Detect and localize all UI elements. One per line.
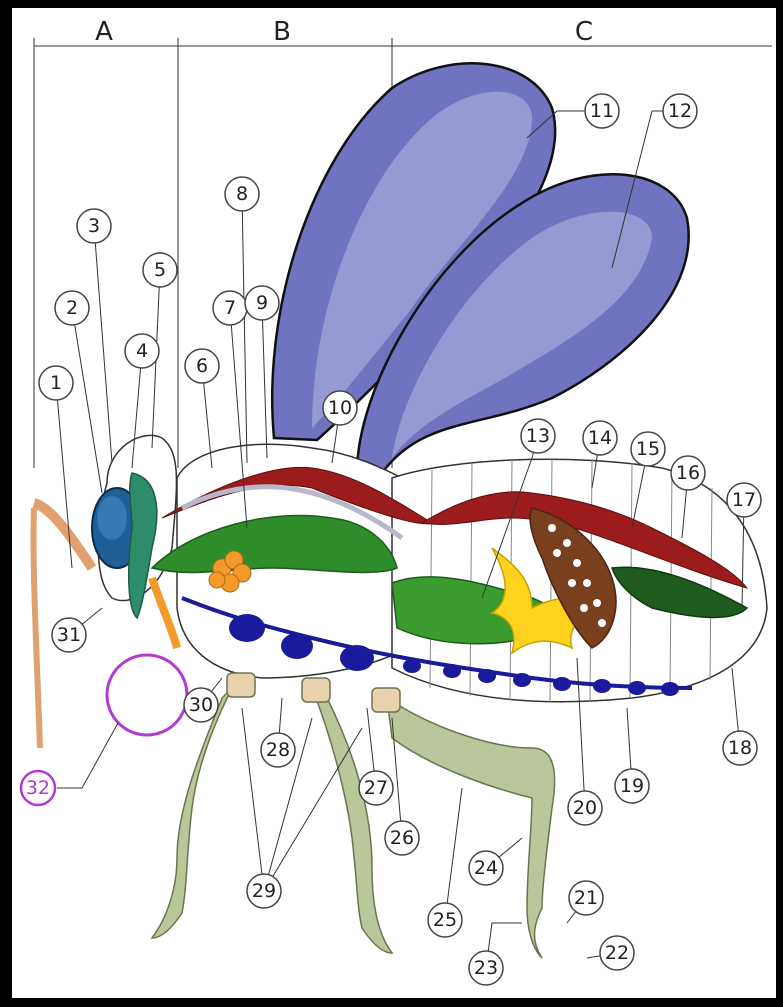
callout-3: 3 bbox=[77, 209, 111, 243]
label-23: 23 bbox=[474, 957, 498, 979]
section-label-a: A bbox=[95, 17, 113, 47]
label-19: 19 bbox=[620, 775, 644, 797]
label-7: 7 bbox=[224, 297, 236, 319]
callout-5: 5 bbox=[143, 253, 177, 287]
callout-19: 19 bbox=[615, 769, 649, 803]
label-20: 20 bbox=[573, 797, 597, 819]
callout-21: 21 bbox=[569, 881, 603, 915]
callout-16: 16 bbox=[671, 456, 705, 490]
callout-6: 6 bbox=[185, 349, 219, 383]
callout-30: 30 bbox=[184, 688, 218, 722]
section-label-c: C bbox=[575, 17, 593, 47]
callout-10: 10 bbox=[323, 391, 357, 425]
label-31: 31 bbox=[57, 624, 81, 646]
callout-15: 15 bbox=[631, 432, 665, 466]
callout-20: 20 bbox=[568, 791, 602, 825]
callout-18: 18 bbox=[723, 731, 757, 765]
section-label-b: B bbox=[273, 17, 291, 47]
callout-8: 8 bbox=[225, 177, 259, 211]
label-6: 6 bbox=[196, 355, 208, 377]
callout-11: 11 bbox=[585, 94, 619, 128]
callout-14: 14 bbox=[583, 421, 617, 455]
callout-32: 32 bbox=[21, 771, 55, 805]
label-25: 25 bbox=[433, 909, 457, 931]
label-3: 3 bbox=[88, 215, 100, 237]
label-5: 5 bbox=[154, 259, 166, 281]
label-1: 1 bbox=[50, 372, 62, 394]
insect-anatomy-diagram: A B C bbox=[12, 8, 776, 998]
callout-13: 13 bbox=[521, 419, 555, 453]
callout-2: 2 bbox=[55, 291, 89, 325]
callout-4: 4 bbox=[125, 334, 159, 368]
label-29: 29 bbox=[252, 880, 276, 902]
label-27: 27 bbox=[364, 777, 388, 799]
label-11: 11 bbox=[590, 100, 614, 122]
label-15: 15 bbox=[636, 438, 660, 460]
callout-28: 28 bbox=[261, 733, 295, 767]
callout-23: 23 bbox=[469, 951, 503, 985]
label-32: 32 bbox=[26, 777, 50, 799]
label-9: 9 bbox=[256, 292, 268, 314]
label-10: 10 bbox=[328, 397, 352, 419]
label-13: 13 bbox=[526, 425, 550, 447]
label-26: 26 bbox=[390, 827, 414, 849]
label-21: 21 bbox=[574, 887, 598, 909]
callout-12: 12 bbox=[663, 94, 697, 128]
callout-9: 9 bbox=[245, 286, 279, 320]
label-4: 4 bbox=[136, 340, 148, 362]
callout-27: 27 bbox=[359, 771, 393, 805]
callout-26: 26 bbox=[385, 821, 419, 855]
callout-17: 17 bbox=[727, 483, 761, 517]
label-12: 12 bbox=[668, 100, 692, 122]
label-2: 2 bbox=[66, 297, 78, 319]
label-8: 8 bbox=[236, 183, 248, 205]
label-16: 16 bbox=[676, 462, 700, 484]
callout-25: 25 bbox=[428, 903, 462, 937]
callout-29: 29 bbox=[247, 874, 281, 908]
label-30: 30 bbox=[189, 694, 213, 716]
label-24: 24 bbox=[474, 857, 498, 879]
label-18: 18 bbox=[728, 737, 752, 759]
callout-7: 7 bbox=[213, 291, 247, 325]
callout-1: 1 bbox=[39, 366, 73, 400]
callout-24: 24 bbox=[469, 851, 503, 885]
callout-31: 31 bbox=[52, 618, 86, 652]
label-17: 17 bbox=[732, 489, 756, 511]
label-14: 14 bbox=[588, 427, 612, 449]
label-22: 22 bbox=[605, 942, 629, 964]
label-28: 28 bbox=[266, 739, 290, 761]
callout-22: 22 bbox=[600, 936, 634, 970]
